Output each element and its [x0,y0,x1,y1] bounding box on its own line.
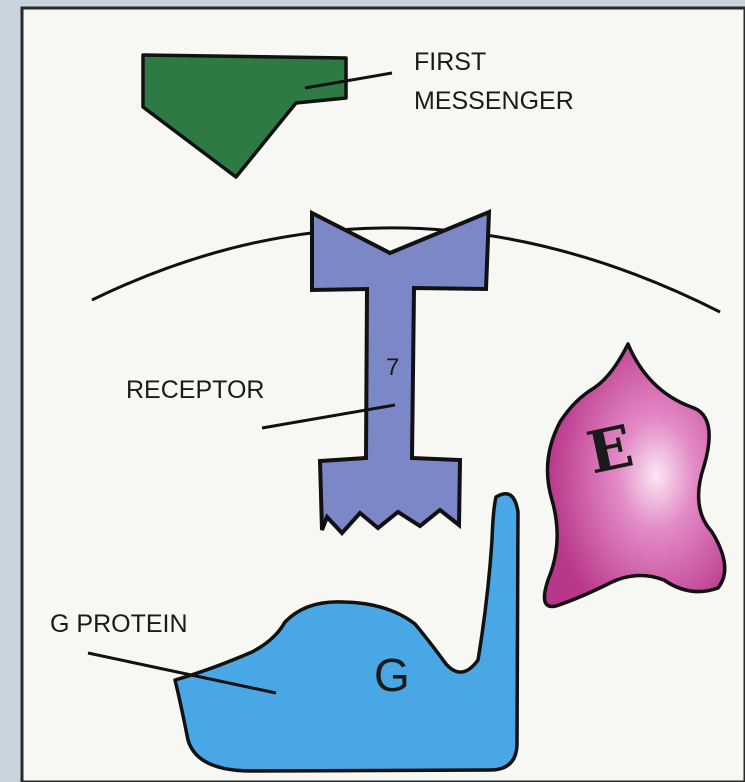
receptor-label: RECEPTOR [126,376,264,404]
first-messenger-label-line1: FIRST [414,48,486,76]
receptor-number-label: 7 [386,354,399,381]
g-protein-label: G PROTEIN [50,610,188,638]
g-protein-letter-label: G [374,649,410,701]
first-messenger-label-line2: MESSENGER [414,87,574,115]
